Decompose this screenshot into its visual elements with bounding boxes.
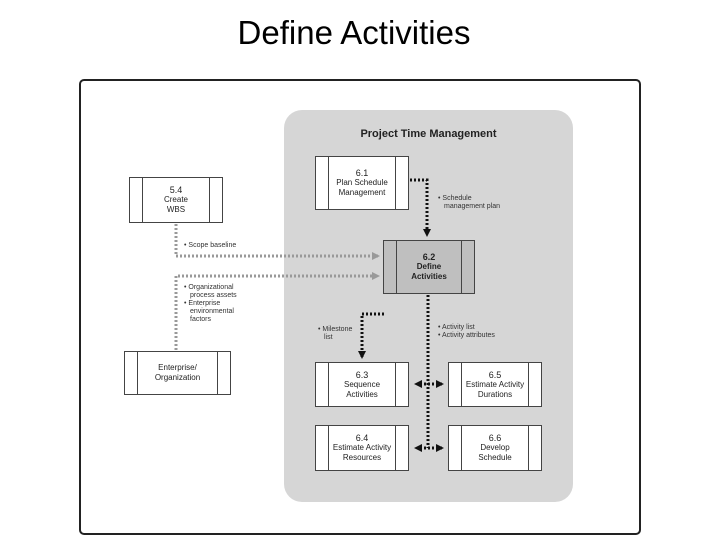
note-scope-baseline: • Scope baseline (184, 242, 237, 249)
slide-title: Define Activities (237, 14, 471, 51)
process-number: 6.5 (488, 369, 502, 380)
process-number: 6.2 (422, 252, 436, 262)
process-label: Organization (154, 373, 201, 382)
process-label: Develop (480, 443, 510, 452)
arrow-enterprise-inputs (174, 272, 380, 350)
enterprise-organization-box: Enterprise/ Organization (124, 351, 231, 395)
process-6-5-box: 6.5 Estimate Activity Durations (448, 362, 542, 407)
process-label: Create (163, 195, 188, 204)
process-number: 6.1 (355, 168, 369, 178)
process-label: Plan Schedule (336, 178, 388, 187)
process-label: Durations (477, 389, 513, 399)
process-label: Schedule (478, 453, 512, 462)
process-label: Estimate Activity (465, 379, 525, 389)
note-organizational-process-assets: • Organizational process assets • Enterp… (184, 284, 237, 323)
process-label: Enterprise/ (158, 363, 197, 372)
process-label: Activities (346, 389, 378, 399)
process-label: Estimate Activity (332, 443, 392, 452)
note-activity-list: • Activity list • Activity attributes (438, 324, 495, 339)
note-milestone-list: • Milestone list (318, 326, 353, 341)
arrow-schedule-plan (410, 178, 431, 237)
process-6-3-box: 6.3 Sequence Activities (315, 362, 409, 407)
process-6-4-box: 6.4 Estimate Activity Resources (315, 425, 409, 471)
process-label: WBS (166, 205, 186, 214)
note-schedule-management-plan: • Schedule management plan (438, 195, 501, 210)
process-6-6-box: 6.6 Develop Schedule (448, 425, 542, 471)
process-number: 6.6 (488, 433, 502, 443)
process-number: 5.4 (169, 185, 183, 195)
process-label: Sequence (343, 379, 381, 389)
process-6-1-box: 6.1 Plan Schedule Management (315, 156, 409, 210)
arrow-scope-baseline (174, 224, 380, 260)
process-label: Management (338, 188, 386, 197)
process-5-4-box: 5.4 Create WBS (129, 177, 223, 223)
process-label: Activities (411, 272, 447, 281)
process-number: 6.3 (355, 369, 369, 380)
process-number: 6.4 (355, 433, 369, 443)
region-title: Project Time Management (360, 128, 497, 140)
process-6-2-box: 6.2 Define Activities (383, 240, 475, 294)
process-label: Define (416, 262, 442, 271)
arrow-milestone-list (358, 312, 384, 359)
process-label: Resources (342, 453, 382, 462)
